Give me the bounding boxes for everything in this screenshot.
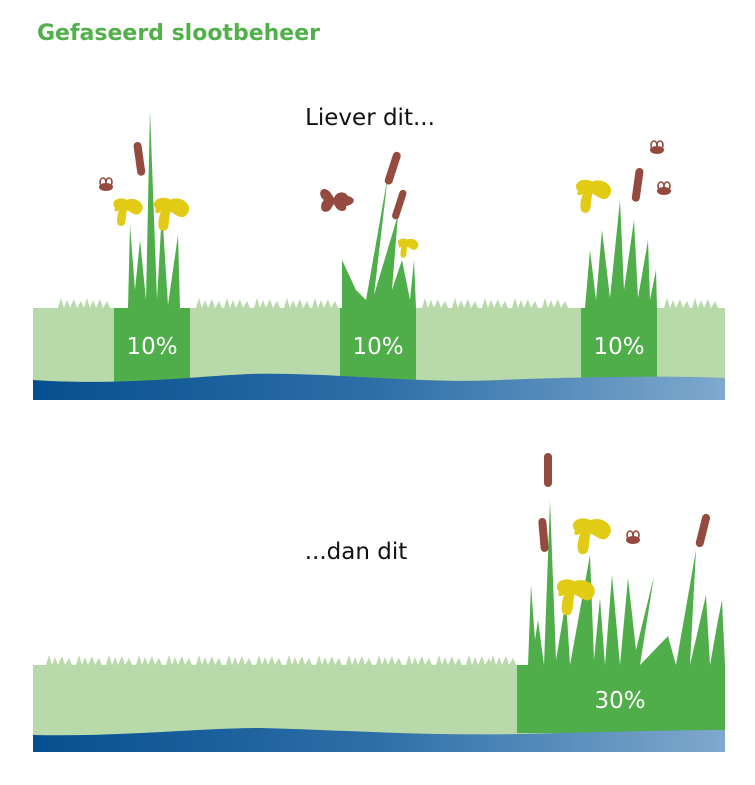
unmown-section-3: 10% (576, 140, 672, 384)
cattail-icon (694, 513, 711, 548)
top-panel: Liever dit... 10% 10% (33, 105, 725, 400)
top-caption: Liever dit... (305, 105, 435, 131)
iris-flower-icon (576, 179, 612, 213)
ditch-water (33, 728, 725, 752)
insect-icon (625, 530, 641, 545)
unmown-section-large: 30% (517, 453, 725, 733)
insect-icon (649, 140, 665, 155)
iris-flower-icon (154, 197, 190, 231)
unmown-section-2: 10% (320, 150, 419, 384)
unmown-section-1: 10% (98, 110, 190, 384)
reeds (342, 175, 416, 308)
ditch-water (33, 373, 725, 400)
cattail-icon (544, 453, 552, 487)
iris-flower-icon (113, 198, 143, 226)
iris-flower-icon (397, 238, 419, 258)
cattail-icon (133, 141, 146, 177)
reeds (585, 200, 657, 308)
section-percentage: 30% (594, 688, 645, 714)
butterfly-icon (320, 189, 354, 212)
reeds (128, 110, 180, 308)
insect-icon (656, 181, 672, 196)
bottom-caption: ...dan dit (305, 539, 408, 565)
section-percentage: 10% (352, 334, 403, 360)
cattail-icon (391, 188, 408, 221)
bottom-panel: ...dan dit 30% (33, 453, 725, 752)
cattail-icon (383, 150, 402, 186)
cattail-icon (538, 517, 549, 553)
mown-grass-tufts (46, 655, 516, 665)
reeds (528, 500, 725, 665)
insect-icon (98, 177, 114, 192)
page-title: Gefaseerd slootbeheer (37, 21, 320, 46)
iris-flower-icon (572, 518, 611, 555)
section-percentage: 10% (593, 334, 644, 360)
cattail-icon (631, 167, 644, 203)
section-percentage: 10% (126, 334, 177, 360)
